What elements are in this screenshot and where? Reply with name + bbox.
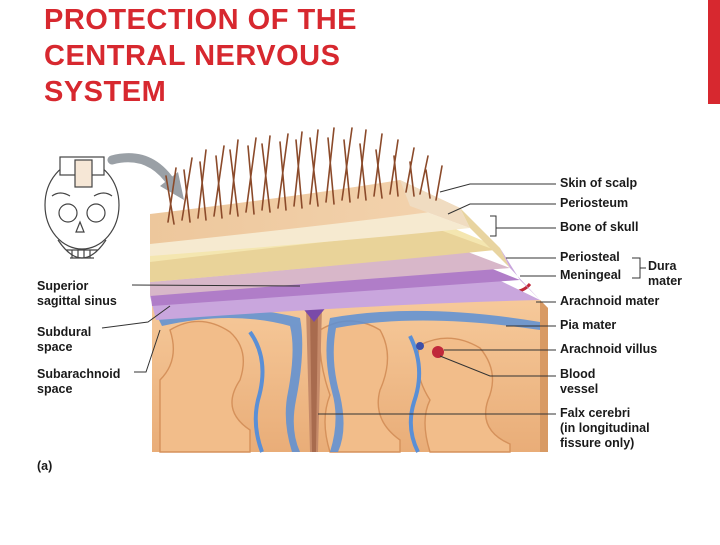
label-dura-mater-line-1: Dura — [648, 259, 677, 273]
title-line-1: PROTECTION OF THE — [44, 4, 357, 36]
label-meningeal: Meningeal — [560, 268, 622, 282]
label-subarachnoid-space-line-2: space — [37, 382, 73, 396]
label-bone-of-skull: Bone of skull — [560, 220, 639, 234]
label-subdural-space: Subdural space — [37, 325, 91, 355]
label-subarachnoid-space: Subarachnoid space — [37, 367, 120, 397]
title-line-2: CENTRAL NERVOUS — [44, 40, 341, 72]
title-line-3: SYSTEM — [44, 76, 167, 108]
pointer-arrow — [107, 153, 184, 200]
accent-bar — [708, 0, 720, 104]
label-blood-vessel-line-2: vessel — [560, 382, 599, 396]
label-falx-cerebri-line-1: Falx cerebri — [560, 406, 631, 420]
label-subdural-space-line-2: space — [37, 340, 73, 354]
label-pia-mater: Pia mater — [560, 318, 617, 332]
label-subarachnoid-space-line-1: Subarachnoid — [37, 367, 121, 381]
meninges-layers — [150, 180, 540, 320]
label-superior-sagittal-sinus-line-1: Superior — [37, 279, 89, 293]
label-arachnoid-mater: Arachnoid mater — [560, 294, 660, 308]
label-subdural-space-line-1: Subdural — [37, 325, 92, 339]
label-falx-cerebri: Falx cerebri (in longitudinal fissure on… — [560, 406, 650, 451]
panel-label: (a) — [37, 459, 53, 473]
label-falx-cerebri-line-3: fissure only) — [560, 436, 635, 450]
label-superior-sagittal-sinus: Superior sagittal sinus — [37, 279, 117, 309]
skull-thumbnail — [44, 156, 120, 259]
scalp-hair — [165, 127, 443, 225]
label-skin-of-scalp: Skin of scalp — [560, 176, 638, 190]
label-blood-vessel-line-1: Blood — [560, 367, 596, 381]
leader-lines-left — [101, 284, 301, 373]
leader-lines — [318, 183, 646, 415]
label-periosteum: Periosteum — [560, 196, 629, 210]
label-periosteal: Periosteal — [560, 250, 620, 264]
label-falx-cerebri-line-2: (in longitudinal — [560, 421, 650, 435]
label-arachnoid-villus: Arachnoid villus — [560, 342, 658, 356]
label-dura-mater: Dura mater — [648, 259, 682, 289]
label-superior-sagittal-sinus-line-2: sagittal sinus — [37, 294, 117, 308]
label-dura-mater-line-2: mater — [648, 274, 683, 288]
slide-title: PROTECTION OF THE CENTRAL NERVOUS SYSTEM — [44, 2, 464, 110]
label-blood-vessel: Blood vessel — [560, 367, 598, 397]
